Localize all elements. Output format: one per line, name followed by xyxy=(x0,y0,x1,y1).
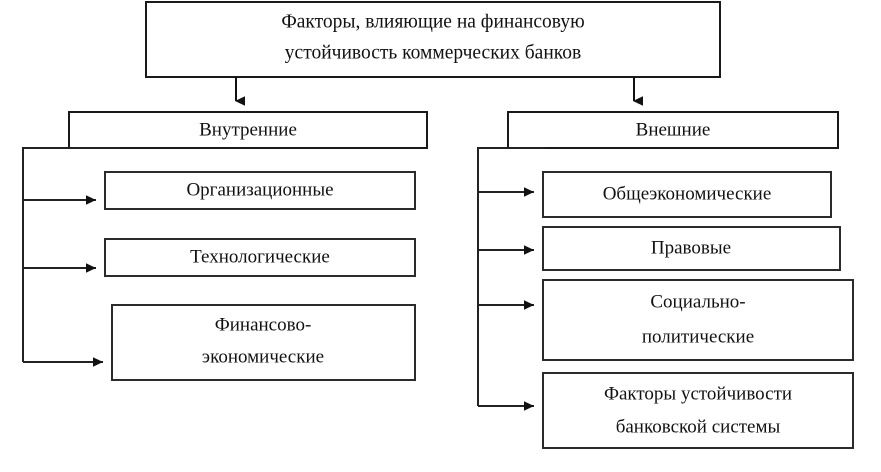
node-title-line-2: устойчивость коммерческих банков xyxy=(285,42,581,63)
node-external-child-2-box xyxy=(542,226,841,271)
node-internal-child-3-box xyxy=(111,304,416,381)
node-external-child-4-line-1: Факторы устойчивости xyxy=(604,383,792,404)
node-internal-child-2-box xyxy=(104,238,416,277)
node-external-child-4: Факторы устойчивости банковской системы xyxy=(542,372,854,449)
node-internal-child-1-box xyxy=(104,171,416,210)
node-internal-child-2-label: Технологические xyxy=(190,246,330,267)
node-external-child-1-box xyxy=(542,171,832,218)
node-external-child-2-label: Правовые xyxy=(651,237,731,258)
node-branch-internal: Внутренние xyxy=(68,111,428,149)
node-branch-external-box xyxy=(507,111,839,149)
node-internal-child-3-line-2: экономические xyxy=(202,346,324,367)
node-external-child-3-box xyxy=(542,279,854,361)
node-title: Факторы, влияющие на финансовую устойчив… xyxy=(145,1,721,78)
connector-rail-internal xyxy=(22,147,120,362)
node-external-child-3-line-1: Социально- xyxy=(650,291,745,312)
node-external-child-4-line-2: банковской системы xyxy=(616,416,781,437)
node-branch-external-label: Внешние xyxy=(636,119,711,140)
node-external-child-1-label: Общеэкономические xyxy=(603,183,772,204)
connector-rail-external xyxy=(477,147,545,406)
node-title-line-1: Факторы, влияющие на финансовую xyxy=(281,11,584,32)
node-internal-child-3: Финансово- экономические xyxy=(111,304,416,381)
node-title-box xyxy=(145,1,721,78)
node-branch-internal-label: Внутренние xyxy=(199,119,297,140)
node-internal-child-1-label: Организационные xyxy=(186,179,333,200)
node-external-child-3-line-2: политические xyxy=(642,326,754,347)
node-branch-external: Внешние xyxy=(507,111,839,149)
node-internal-child-3-line-1: Финансово- xyxy=(215,314,312,335)
node-internal-child-1: Организационные xyxy=(104,171,416,210)
node-internal-child-2: Технологические xyxy=(104,238,416,277)
node-external-child-4-box xyxy=(542,372,854,449)
node-external-child-1: Общеэкономические xyxy=(542,171,832,218)
node-branch-internal-box xyxy=(68,111,428,149)
node-external-child-3: Социально- политические xyxy=(542,279,854,361)
node-external-child-2: Правовые xyxy=(542,226,841,271)
